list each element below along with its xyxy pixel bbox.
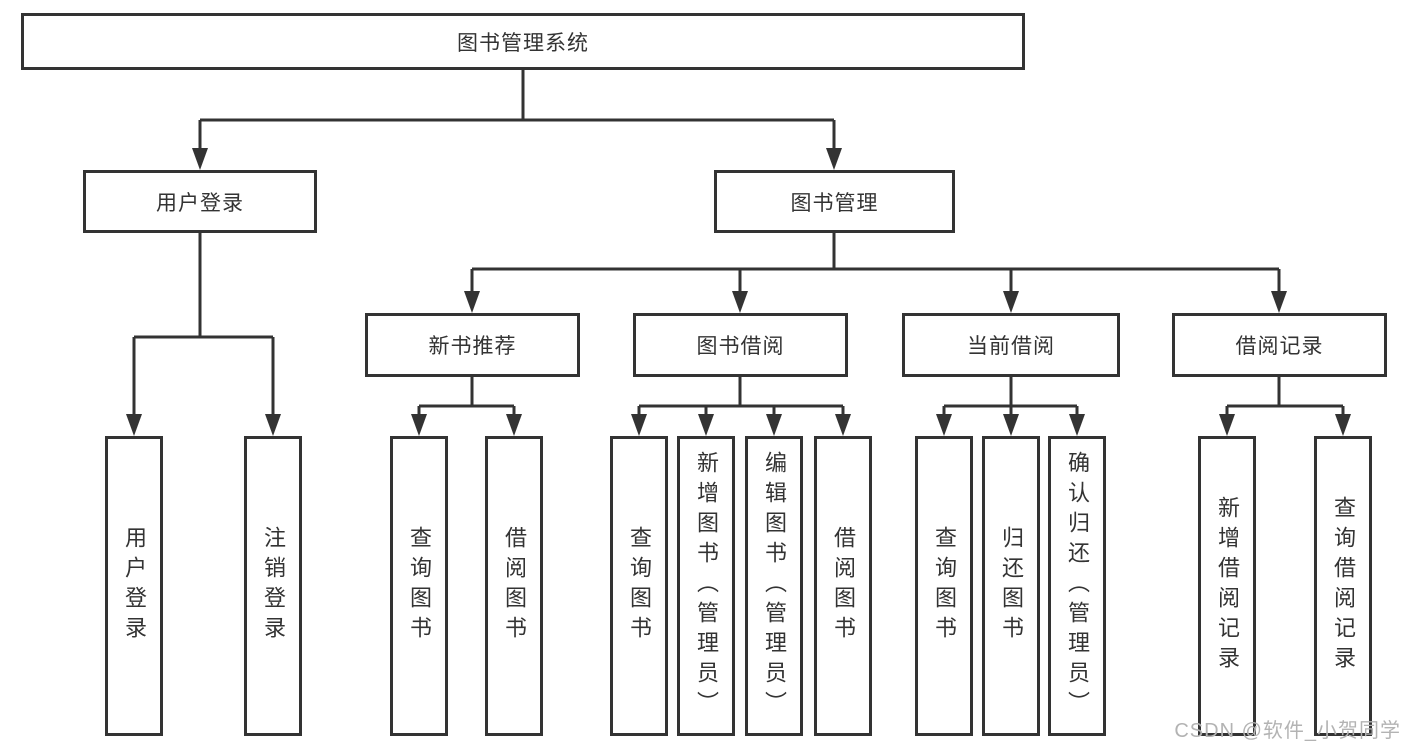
arrowhead <box>464 291 480 313</box>
node-label: 借阅图书 <box>831 526 856 646</box>
node-label: 用户登录 <box>122 526 147 646</box>
leaf-current-query-books: 查询图书 <box>915 436 973 736</box>
node-label: 新书推荐 <box>428 335 517 358</box>
node-label: 归还图书 <box>999 526 1024 646</box>
arrowhead <box>1003 291 1019 313</box>
arrowhead <box>411 414 427 436</box>
node-label: 图书管理 <box>790 191 879 215</box>
arrowhead <box>732 291 748 313</box>
arrowhead <box>506 414 522 436</box>
leaf-borrowing-query-books: 查询图书 <box>610 436 668 736</box>
node-label: 编辑图书（管理员） <box>762 451 787 721</box>
leaf-user-login: 用户登录 <box>105 436 163 736</box>
arrowhead <box>766 414 782 436</box>
arrowhead <box>826 148 842 170</box>
leaf-current-return-books: 归还图书 <box>982 436 1040 736</box>
node-new-book-recommend: 新书推荐 <box>365 313 580 377</box>
arrowhead <box>126 414 142 436</box>
node-label: 新增图书（管理员） <box>694 451 719 721</box>
node-label: 当前借阅 <box>967 335 1055 358</box>
arrowhead <box>1003 414 1019 436</box>
leaf-borrowing-edit-books-admin: 编辑图书（管理员） <box>745 436 803 736</box>
arrowhead <box>1335 414 1351 436</box>
edge-book-management-to-level2 <box>464 233 1287 313</box>
leaf-records-add-record: 新增借阅记录 <box>1198 436 1256 736</box>
arrowhead <box>936 414 952 436</box>
node-label: 借阅记录 <box>1235 335 1324 358</box>
node-label: 确认归还（管理员） <box>1065 451 1090 721</box>
arrowhead <box>192 148 208 170</box>
node-borrowing-records: 借阅记录 <box>1172 313 1387 377</box>
node-label: 新增借阅记录 <box>1215 496 1240 676</box>
arrowhead <box>1219 414 1235 436</box>
edge-new-book-recommend-to-leaves <box>411 377 522 436</box>
node-library-management-system: 图书管理系统 <box>21 13 1025 70</box>
node-book-borrowing: 图书借阅 <box>633 313 848 377</box>
edge-book-borrowing-to-leaves <box>631 377 851 436</box>
node-current-borrowing: 当前借阅 <box>902 313 1120 377</box>
arrowhead <box>1271 291 1287 313</box>
edge-root-to-level1 <box>192 70 842 170</box>
node-label: 查询图书 <box>627 526 652 646</box>
leaf-records-query-record: 查询借阅记录 <box>1314 436 1372 736</box>
leaf-logout: 注销登录 <box>244 436 302 736</box>
arrowhead <box>631 414 647 436</box>
node-label: 注销登录 <box>261 526 286 646</box>
node-label: 查询图书 <box>932 526 957 646</box>
leaf-current-confirm-return-admin: 确认归还（管理员） <box>1048 436 1106 736</box>
leaf-newbooks-query-books: 查询图书 <box>390 436 448 736</box>
edge-user-login-to-leaves <box>126 233 281 436</box>
edge-current-borrowing-to-leaves <box>936 377 1085 436</box>
leaf-borrowing-borrow-books: 借阅图书 <box>814 436 872 736</box>
node-label: 查询图书 <box>407 526 432 646</box>
node-book-management: 图书管理 <box>714 170 955 233</box>
node-label: 查询借阅记录 <box>1331 496 1356 676</box>
leaf-newbooks-borrow-books: 借阅图书 <box>485 436 543 736</box>
leaf-borrowing-add-books-admin: 新增图书（管理员） <box>677 436 735 736</box>
arrowhead <box>835 414 851 436</box>
edge-borrowing-records-to-leaves <box>1219 377 1351 436</box>
node-label: 图书借阅 <box>696 335 785 358</box>
arrowhead <box>698 414 714 436</box>
arrowhead <box>265 414 281 436</box>
arrowhead <box>1069 414 1085 436</box>
node-label: 图书管理系统 <box>457 31 589 55</box>
node-label: 借阅图书 <box>502 526 527 646</box>
node-user-login: 用户登录 <box>83 170 317 233</box>
node-label: 用户登录 <box>156 191 244 215</box>
